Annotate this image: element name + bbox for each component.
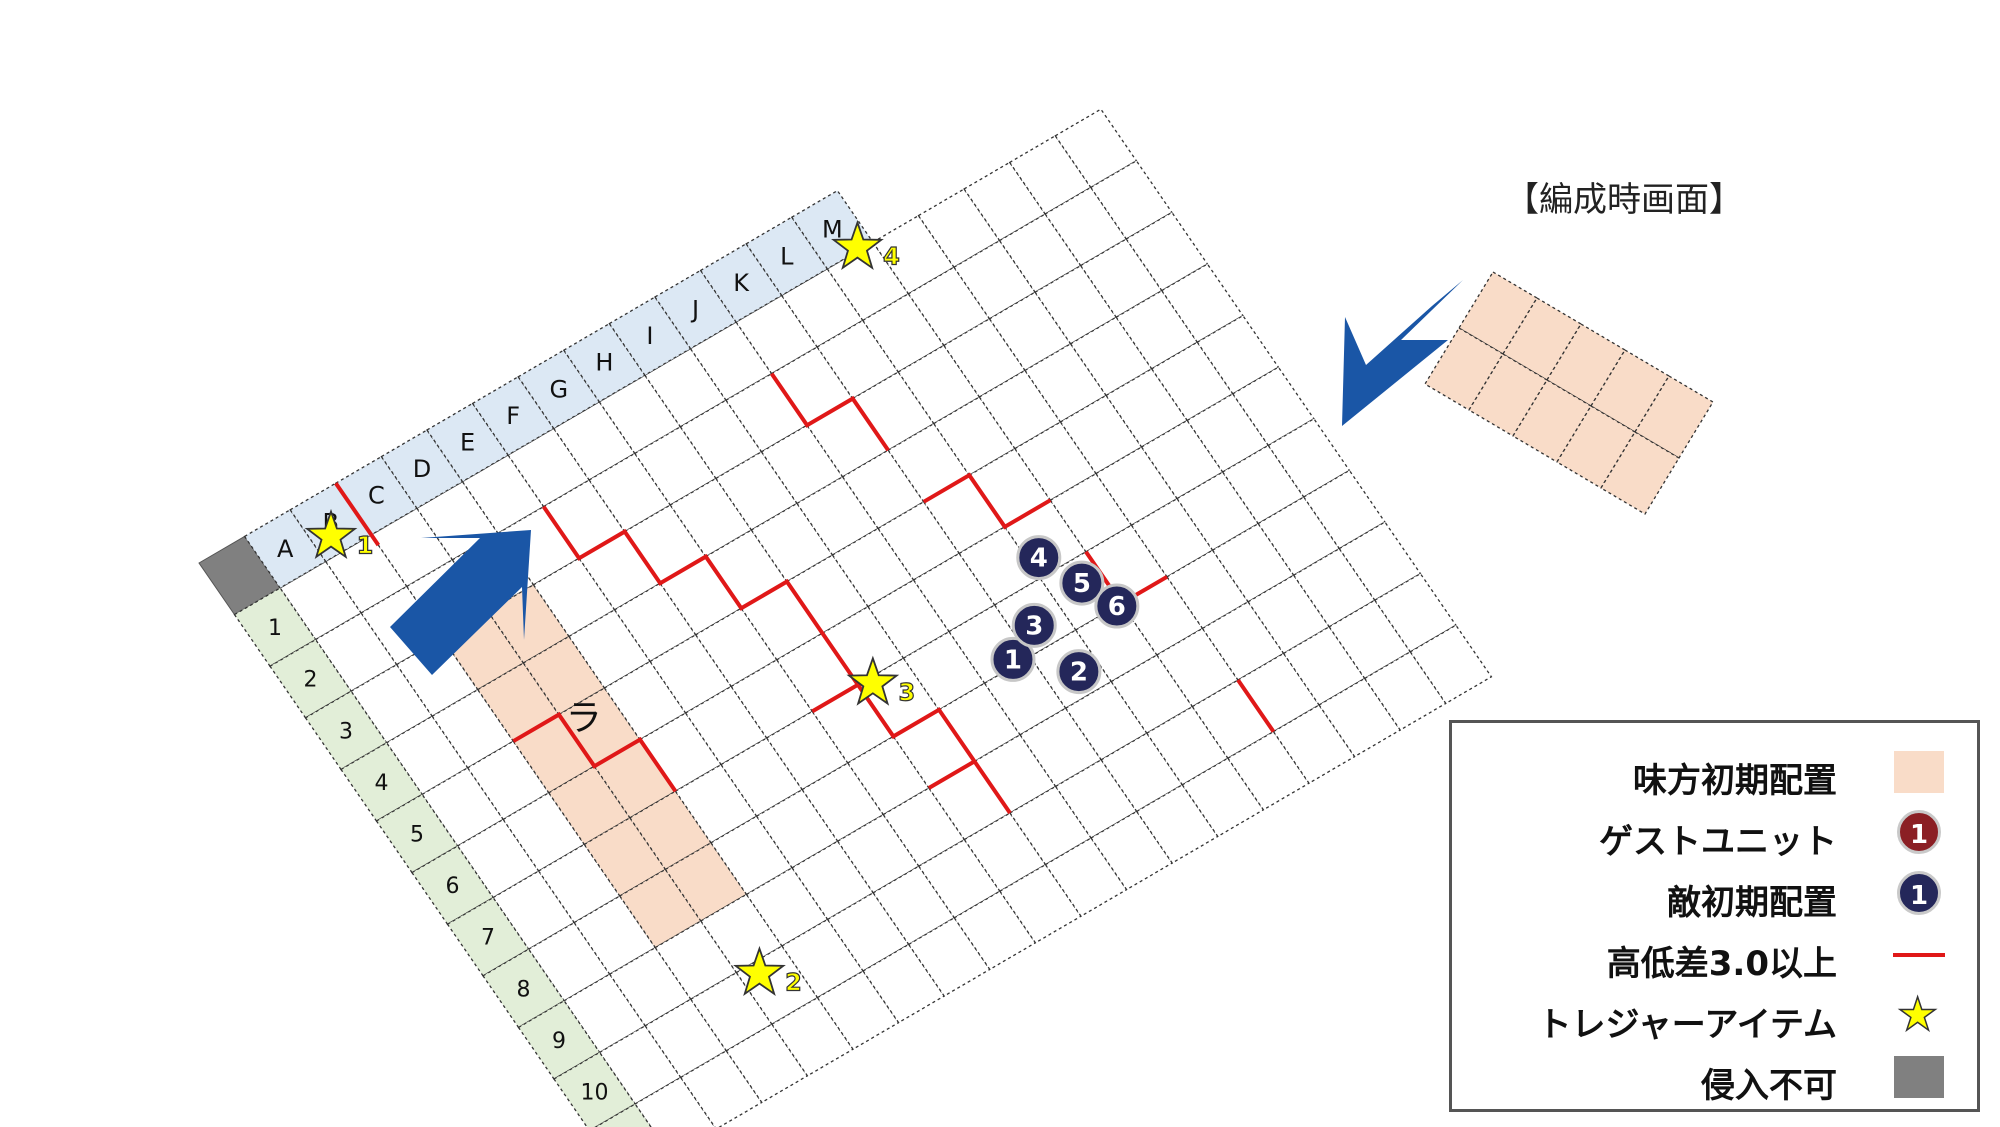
- enemy-3: 3: [1011, 602, 1057, 648]
- legend-symbol-enemy: 1: [1889, 871, 1949, 917]
- enemy-number: 4: [1030, 544, 1048, 574]
- height-difference-line: [769, 372, 890, 452]
- enemy-unit-icon: 1: [1897, 871, 1941, 915]
- star-icon: [733, 945, 786, 997]
- height-difference-line: [1236, 678, 1276, 733]
- column-label: C: [368, 482, 385, 510]
- legend-label-blocked: 侵入不可: [1701, 1066, 1837, 1106]
- row-header-cell: [594, 1103, 652, 1127]
- legend-label-height: 高低差3.0以上: [1606, 944, 1837, 984]
- enemy-6: 6: [1094, 583, 1140, 629]
- column-label: A: [277, 535, 294, 563]
- legend-row-guest: ゲストユニット 1: [1452, 806, 1977, 866]
- legend-label-guest: ゲストユニット: [1599, 822, 1837, 862]
- enemy-number: 2: [1070, 658, 1088, 688]
- enemy-number: 5: [1073, 569, 1091, 599]
- legend-row-ally: 味方初期配置: [1452, 745, 1977, 805]
- row-label: 2: [304, 668, 318, 693]
- enemy-2: 2: [1056, 649, 1102, 695]
- legend-label-treasure: トレジャーアイテム: [1537, 1005, 1837, 1045]
- map-headers: ABCDEFGHIJKLM1234567891011: [198, 189, 874, 1127]
- enemy-1: 1: [990, 636, 1036, 682]
- height-difference-line: [922, 472, 1052, 530]
- column-label: D: [413, 455, 431, 483]
- treasure-number: 1: [357, 532, 374, 560]
- enemy-unit-icon: [1056, 649, 1102, 695]
- legend-label-ally: 味方初期配置: [1633, 761, 1837, 801]
- map-cell: [634, 1076, 716, 1127]
- formation-grid: [1424, 271, 1714, 515]
- legend-symbol-ally: [1889, 749, 1949, 795]
- column-label: J: [690, 296, 699, 324]
- deploy-arrow: [390, 530, 531, 675]
- legend-symbol-height: [1889, 932, 1949, 978]
- column-label: M: [822, 216, 843, 244]
- column-label: G: [549, 375, 568, 403]
- formation-cell: [1600, 431, 1680, 515]
- treasure-number: 3: [898, 678, 915, 706]
- legend-row-blocked: 侵入不可: [1452, 1050, 1977, 1110]
- row-label: 7: [481, 926, 495, 951]
- treasure-1: 1: [304, 508, 374, 560]
- legend-panel: 味方初期配置 ゲストユニット 1 敵初期配置 1 高低差3.0以上 トレジャーア…: [1449, 720, 1980, 1112]
- row-label: 5: [410, 823, 424, 848]
- legend-symbol-guest: 1: [1889, 810, 1949, 856]
- enemy-unit-icon: [1011, 602, 1057, 648]
- row-label: 10: [581, 1081, 609, 1106]
- treasure-number: 4: [883, 243, 900, 271]
- row-label: 3: [339, 719, 353, 744]
- row-label: 9: [552, 1029, 566, 1054]
- star-icon: [831, 219, 884, 271]
- legend-label-enemy: 敵初期配置: [1667, 883, 1837, 923]
- enemy-number: 6: [1108, 592, 1126, 622]
- legend-symbol-blocked: [1889, 1054, 1949, 1100]
- enemy-number: 1: [1004, 645, 1022, 675]
- star-icon: ★: [1896, 987, 1939, 1041]
- treasure-4: 4: [831, 219, 900, 271]
- row-label: 1: [268, 616, 282, 641]
- treasure-2: 2: [733, 945, 802, 997]
- enemy-5: 5: [1059, 560, 1105, 606]
- legend-row-height: 高低差3.0以上: [1452, 928, 1977, 988]
- enemy-unit-icon: [1016, 535, 1062, 581]
- row-label: 6: [446, 874, 460, 899]
- column-label: H: [595, 349, 613, 377]
- column-label: F: [506, 402, 520, 430]
- legend-row-treasure: トレジャーアイテム ★: [1452, 988, 1977, 1049]
- legend-row-enemy: 敵初期配置 1: [1452, 867, 1977, 927]
- formation-arrow: [1342, 280, 1463, 426]
- height-difference-line: [811, 682, 1012, 815]
- enemy-unit-icon: [1059, 560, 1105, 606]
- map-cell: [1409, 624, 1493, 705]
- star-icon: [304, 508, 358, 560]
- height-difference-line: [541, 505, 860, 686]
- guest-unit-icon: 1: [1897, 810, 1941, 854]
- height-difference-line: [927, 759, 976, 790]
- column-label: E: [460, 429, 475, 457]
- row-label: 8: [517, 977, 531, 1002]
- treasure-number: 2: [785, 969, 802, 997]
- row-label: 4: [375, 771, 389, 796]
- enemy-unit-icon: [1094, 583, 1140, 629]
- column-label: L: [780, 242, 794, 270]
- star-icon: [846, 655, 900, 706]
- enemy-number: 3: [1025, 611, 1043, 641]
- treasure-3: 3: [846, 655, 916, 707]
- map-text-mark: ラ: [566, 698, 602, 739]
- column-label: K: [733, 269, 750, 297]
- legend-symbol-treasure: ★: [1889, 988, 1949, 1040]
- height-difference-line: [334, 482, 381, 547]
- column-label: I: [646, 322, 653, 350]
- enemy-unit-icon: [990, 636, 1036, 682]
- arrows: [390, 280, 1463, 675]
- height-difference-line: [512, 711, 678, 793]
- enemy-4: 4: [1016, 535, 1062, 581]
- formation-title: 【編成時画面】: [1505, 180, 1743, 220]
